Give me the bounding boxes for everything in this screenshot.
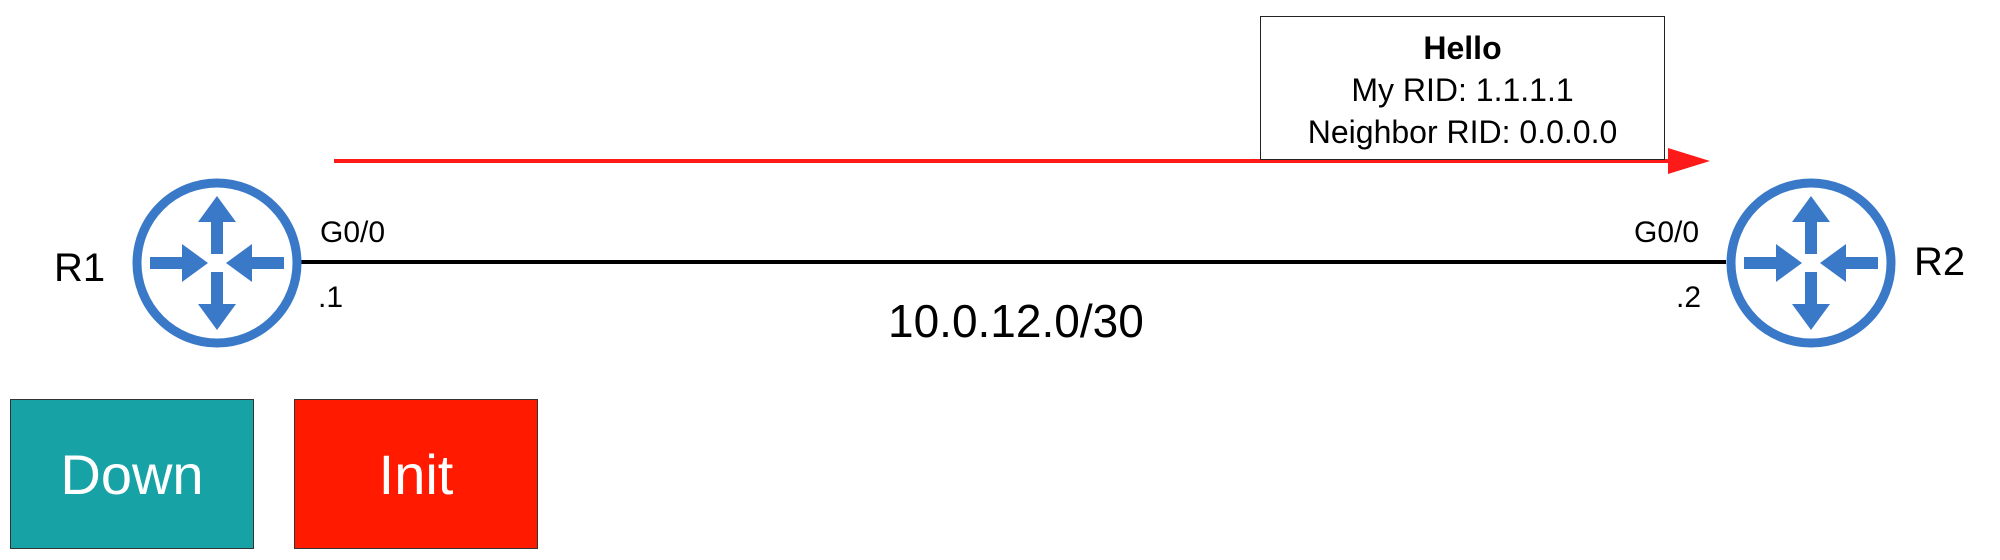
hello-title: Hello	[1423, 30, 1502, 66]
hello-arrow-head	[1668, 148, 1710, 174]
hello-my-rid: My RID: 1.1.1.1	[1351, 72, 1574, 108]
r1-interface-label: G0/0	[320, 216, 386, 249]
state-init-label: Init	[378, 442, 454, 506]
subnet-label: 10.0.12.0/30	[888, 295, 1144, 347]
r1-address-label: .1	[318, 281, 344, 314]
hello-packet-box: Hello My RID: 1.1.1.1 Neighbor RID: 0.0.…	[1260, 16, 1665, 160]
r2-interface-label: G0/0	[1634, 216, 1700, 249]
router-r2-name: R2	[1914, 240, 1966, 284]
router-r2-icon[interactable]	[1726, 178, 1896, 348]
router-r1-name: R1	[54, 246, 106, 290]
r2-address-label: .2	[1676, 281, 1702, 314]
state-down-label: Down	[60, 442, 204, 506]
state-init-box: Init	[294, 399, 538, 549]
router-r1-icon[interactable]	[132, 178, 302, 348]
state-down-box: Down	[10, 399, 254, 549]
hello-neighbor-rid: Neighbor RID: 0.0.0.0	[1307, 114, 1618, 150]
